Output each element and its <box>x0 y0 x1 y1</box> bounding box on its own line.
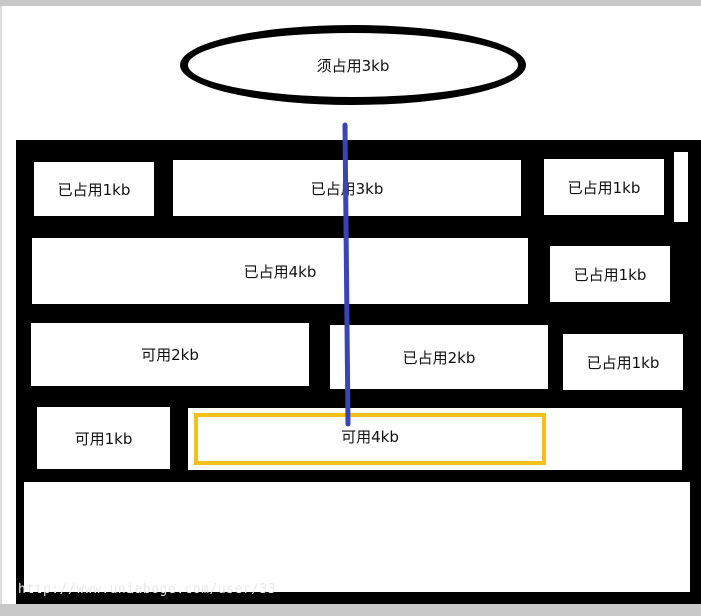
block-label: 可用1kb <box>74 429 133 448</box>
block-label: 已占用2kb <box>402 348 476 367</box>
block-label: 可用2kb <box>141 346 199 364</box>
memory-block-free-4kb <box>188 408 682 470</box>
request-ellipse: 须占用3kb <box>180 25 526 105</box>
block-label: 已占用4kb <box>243 262 317 281</box>
memory-gap-right <box>674 152 688 222</box>
block-label: 已占用1kb <box>586 353 660 372</box>
memory-block-used-1kb-b: 已占用1kb <box>544 159 664 215</box>
block-label: 已占用1kb <box>573 265 647 284</box>
block-label: 已占用3kb <box>310 179 384 198</box>
memory-block-free-2kb: 可用2kb <box>31 323 309 386</box>
bottom-border-strip <box>0 604 701 616</box>
memory-block-used-1kb-c: 已占用1kb <box>550 246 670 302</box>
block-label: 可用4kb <box>341 427 399 446</box>
left-border-line <box>0 6 2 604</box>
memory-block-used-4kb: 已占用4kb <box>32 238 528 304</box>
memory-block-used-1kb-d: 已占用1kb <box>563 334 683 390</box>
selected-free-block-highlight: 可用4kb <box>194 413 546 465</box>
memory-frame-empty-area <box>24 482 690 592</box>
watermark-text: http://www.uniaboge.com/user/33 <box>18 582 277 597</box>
top-border-strip <box>0 0 701 6</box>
memory-block-free-1kb: 可用1kb <box>37 407 170 469</box>
memory-block-used-3kb: 已占用3kb <box>173 160 521 216</box>
memory-block-used-2kb: 已占用2kb <box>330 325 548 389</box>
block-label: 已占用1kb <box>567 178 641 197</box>
memory-block-used-1kb-a: 已占用1kb <box>34 162 154 216</box>
request-label: 须占用3kb <box>316 56 390 75</box>
block-label: 已占用1kb <box>57 180 131 199</box>
